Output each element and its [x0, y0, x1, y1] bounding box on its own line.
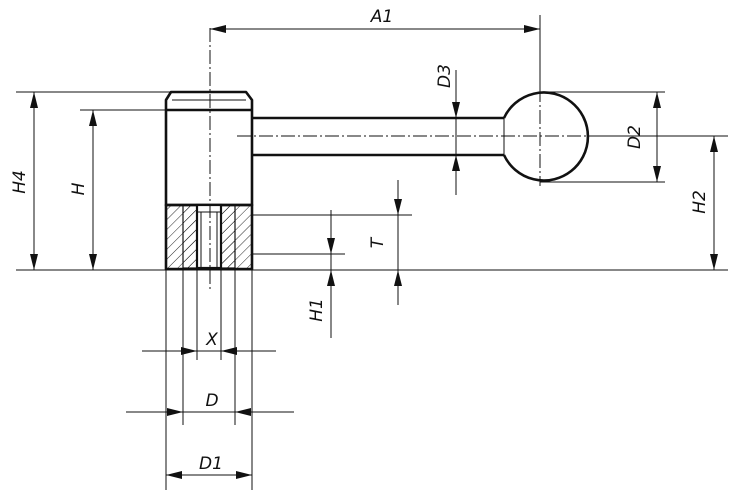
dim-d3-arrow-bottom	[452, 155, 460, 171]
dim-d-arrow-right	[235, 408, 251, 416]
dim-d2-arrow-bottom	[653, 166, 661, 182]
dim-h-arrow-top	[89, 110, 97, 126]
label-h2: H2	[690, 190, 710, 214]
extension-lines	[16, 15, 728, 490]
label-x: X	[205, 330, 218, 350]
dim-x-arrow-left	[181, 347, 197, 355]
dim-h-arrow-bottom	[89, 254, 97, 270]
dimension-lines	[30, 25, 718, 479]
label-h: H	[69, 182, 89, 195]
dim-h4-arrow-bottom	[30, 254, 38, 270]
label-d: D	[205, 391, 218, 411]
dim-h4-arrow-top	[30, 92, 38, 108]
dim-x-arrow-right	[221, 347, 237, 355]
part-outline	[164, 90, 590, 271]
dim-t-arrow-bottom	[394, 270, 402, 286]
section-hatching	[167, 203, 251, 270]
label-d2: D2	[625, 125, 645, 149]
label-d3: D3	[435, 64, 455, 88]
hatch-insert-right	[220, 204, 236, 269]
label-d1: D1	[199, 454, 223, 474]
dim-h2-arrow-top	[710, 136, 718, 152]
label-a1: A1	[370, 7, 393, 27]
hatch-insert-left	[182, 204, 198, 269]
dim-d1-arrow-right	[236, 471, 252, 479]
dim-h1-arrow-top	[327, 238, 335, 254]
label-h4: H4	[10, 170, 30, 194]
dim-h1-arrow-bottom	[327, 270, 335, 286]
label-h1: H1	[307, 298, 327, 322]
dim-t-arrow-top	[394, 199, 402, 215]
dim-a1-arrow-left	[210, 25, 226, 33]
dim-a1-arrow-right	[524, 25, 540, 33]
center-lines	[209, 28, 595, 290]
dim-d1-arrow-left	[166, 471, 182, 479]
dim-d2-arrow-top	[653, 92, 661, 108]
label-t: T	[368, 236, 388, 248]
dim-h2-arrow-bottom	[710, 254, 718, 270]
dimension-labels: A1 D3 D2 H4 H H2 T H1 X D D1	[10, 7, 710, 474]
dim-d3-arrow-top	[452, 102, 460, 118]
ball-knob	[502, 91, 590, 182]
dim-d-arrow-left	[167, 408, 183, 416]
